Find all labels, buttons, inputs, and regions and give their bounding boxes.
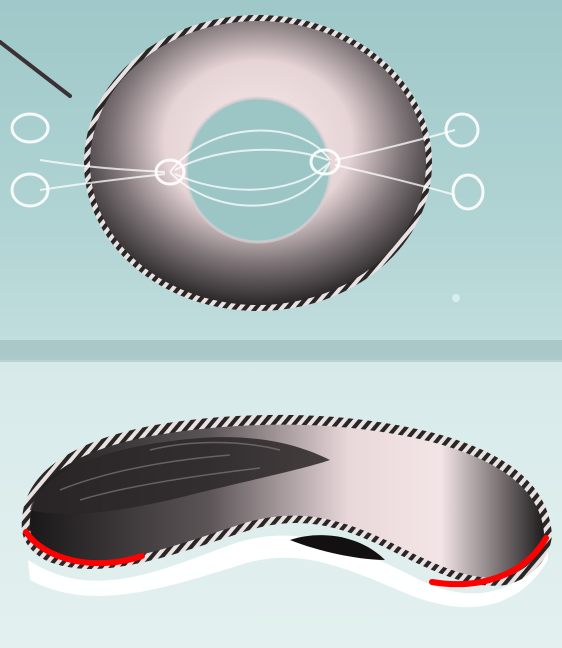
panel-seam	[0, 340, 562, 362]
side-view-panel	[0, 362, 562, 648]
top-view-panel	[0, 0, 562, 362]
